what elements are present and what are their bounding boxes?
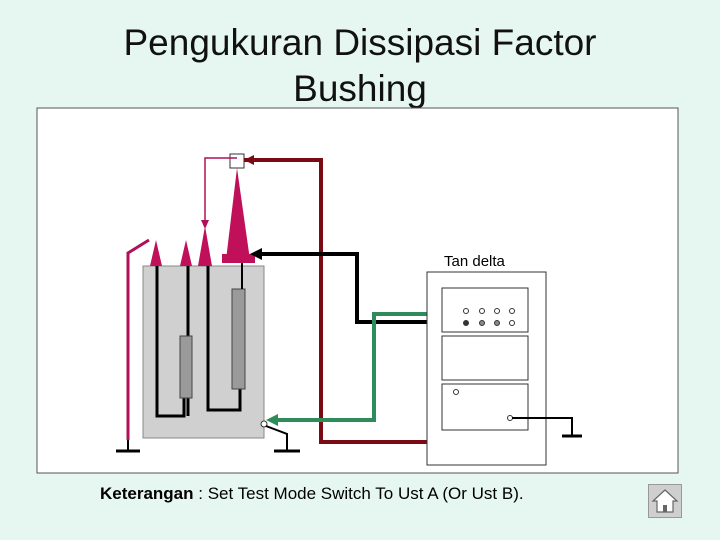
instrument-ground-lead [512, 417, 573, 436]
home-button[interactable] [648, 484, 682, 518]
green-lead-arrow [266, 414, 278, 426]
caption: Keterangan : Set Test Mode Switch To Ust… [100, 484, 524, 504]
instrument-panel-middle [441, 335, 529, 381]
page-title: Pengukuran Dissipasi Factor Bushing [0, 20, 720, 112]
black-lead [255, 252, 462, 324]
bushing-small-2 [180, 240, 192, 266]
title-line-1: Pengukuran Dissipasi Factor [123, 22, 597, 63]
tap-lead [204, 157, 237, 225]
instrument-terminals [453, 308, 515, 421]
black-lead-arrow [250, 248, 262, 260]
bushing-small-1 [150, 240, 162, 266]
title-line-2: Bushing [293, 68, 427, 109]
instrument-panel-top [441, 287, 529, 333]
bushing-small-3 [198, 226, 212, 266]
tap-lead-arrow [201, 220, 209, 229]
winding-core-left [179, 335, 193, 399]
green-lead [270, 312, 462, 422]
ground-lead [126, 238, 150, 440]
bushing-top-terminal [229, 153, 245, 169]
instrument-label: Tan delta [444, 253, 506, 270]
bushing-under-test [226, 168, 250, 260]
transformer-tank [142, 265, 265, 439]
caption-separator: : [193, 484, 208, 503]
tank-ground-terminal [260, 420, 268, 428]
caption-text: Set Test Mode Switch To Ust A (Or Ust B)… [207, 484, 524, 503]
red-lead-arrow-top [244, 155, 254, 165]
bushing-flange [222, 254, 255, 263]
home-icon [651, 489, 679, 513]
winding-core-right [231, 288, 246, 390]
caption-label: Keterangan [100, 484, 194, 503]
tank-ground-lead [265, 425, 288, 451]
